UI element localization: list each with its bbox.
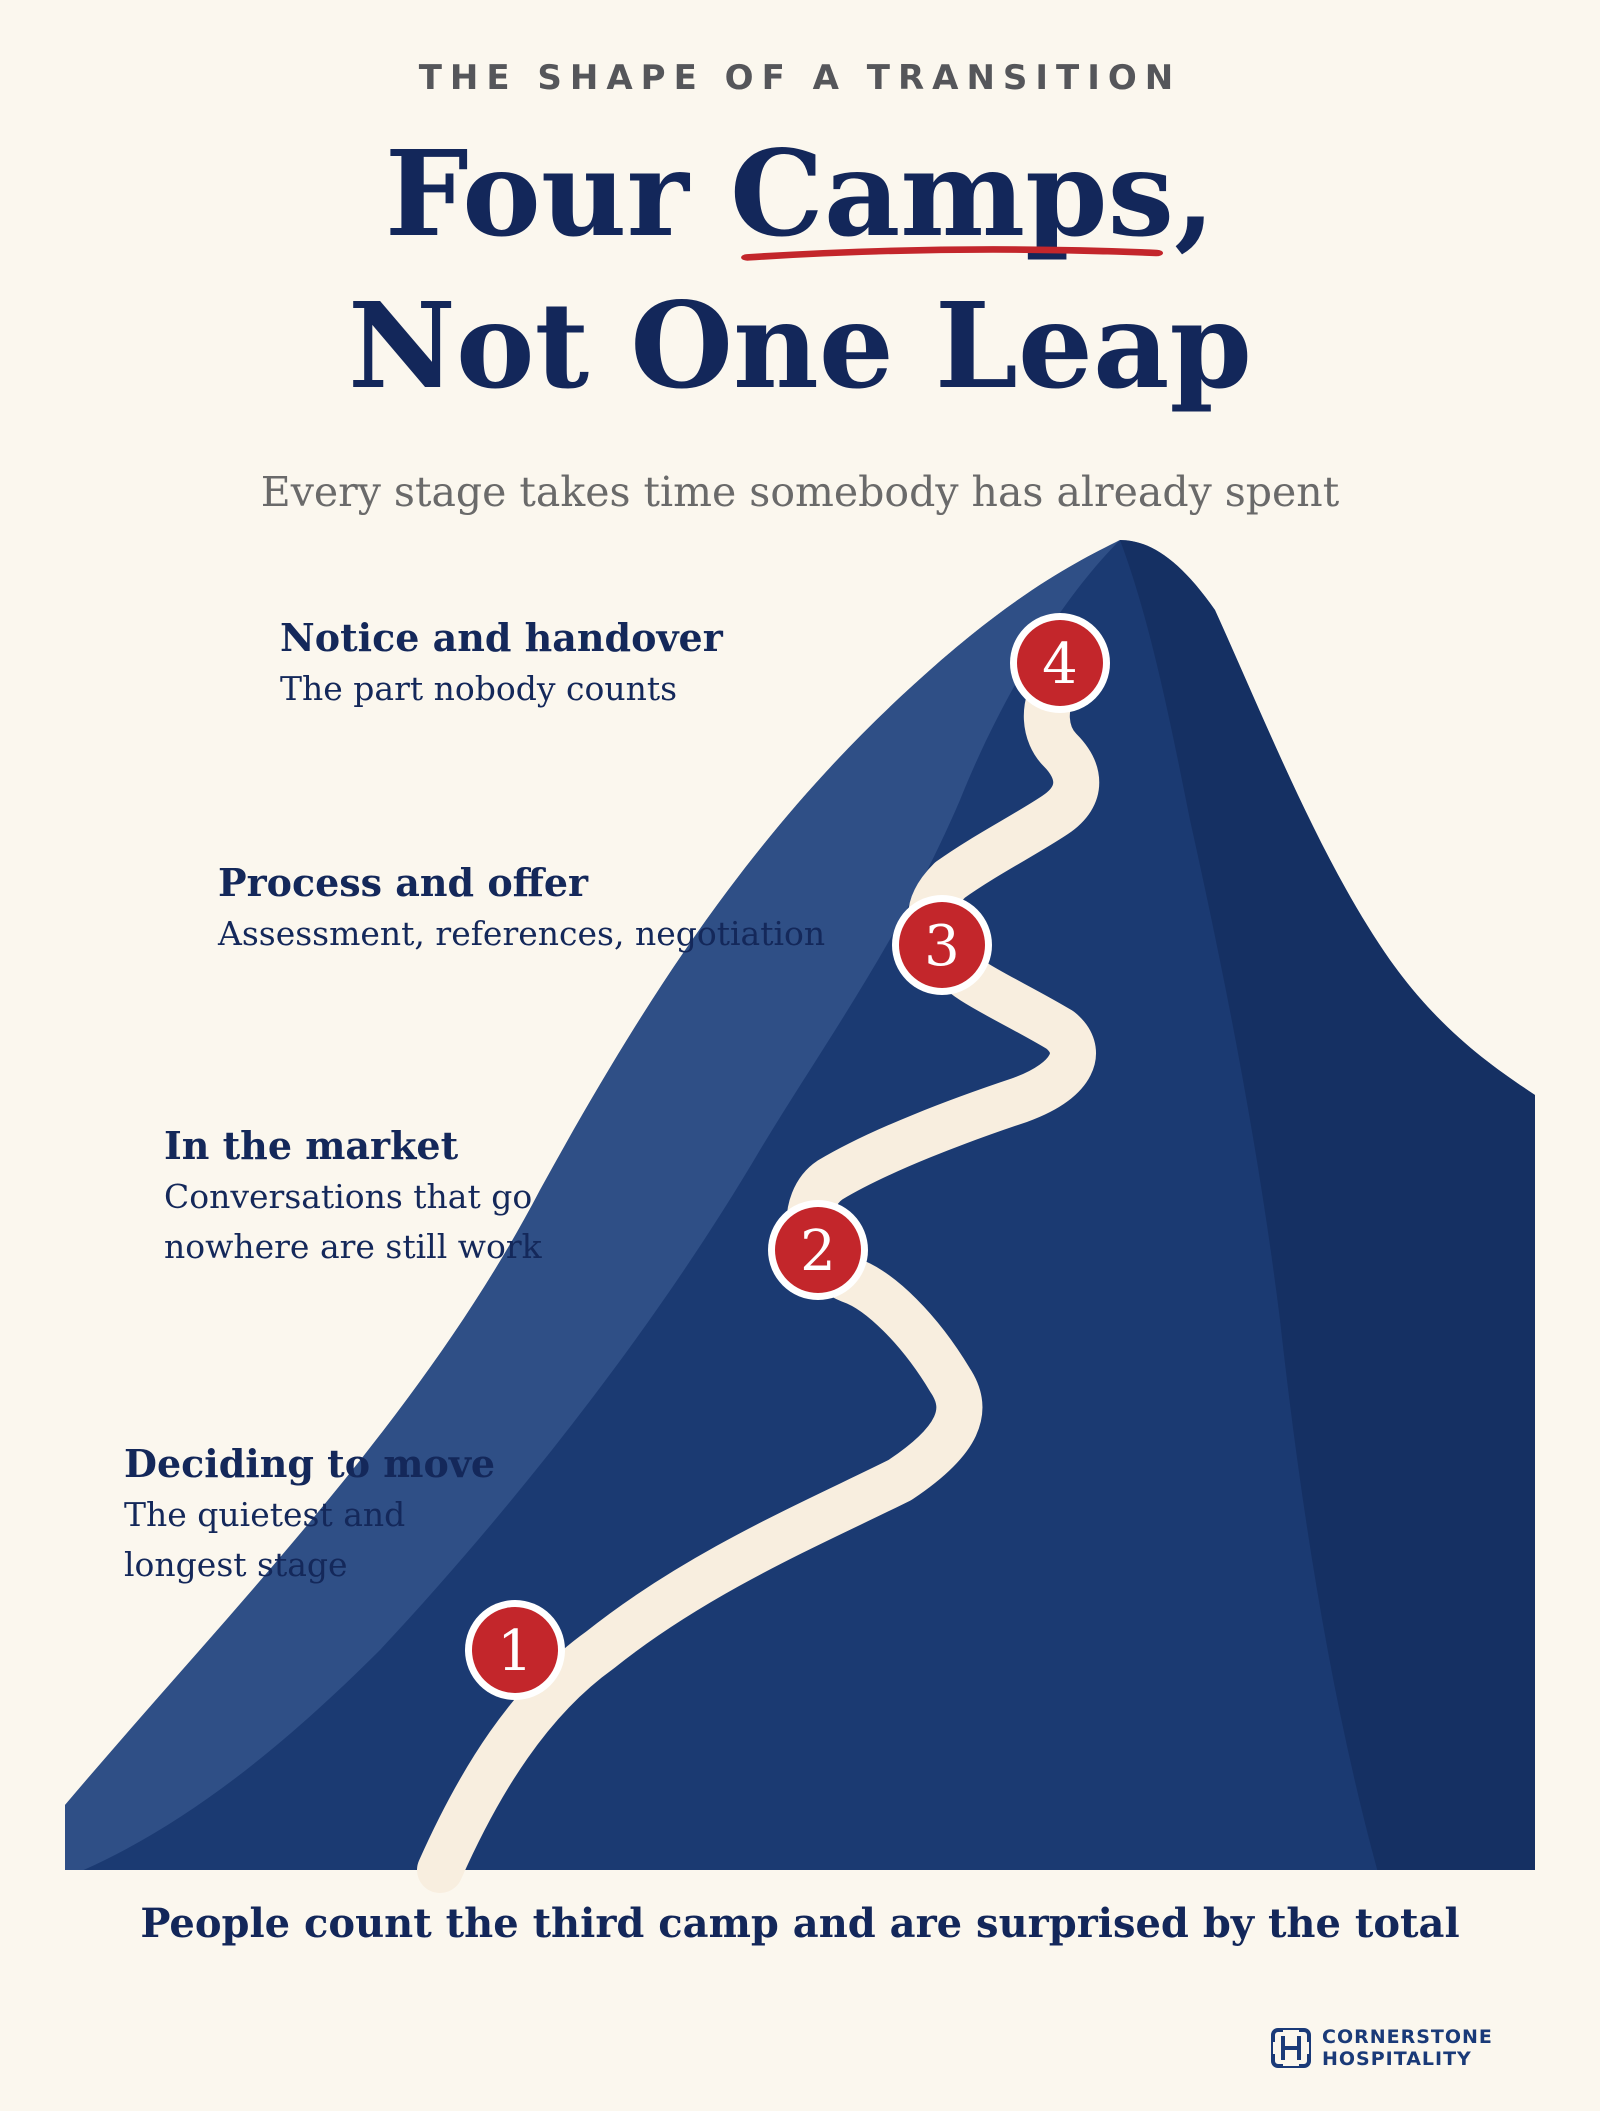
stage-1-desc-line-1: The quietest and (124, 1495, 406, 1534)
brand-line-2: HOSPITALITY (1322, 2048, 1472, 2070)
title-word-camps: Camps (729, 124, 1175, 263)
brand-name: CORNERSTONE HOSPITALITY (1322, 2026, 1493, 2070)
stage-4-title: Notice and handover (280, 615, 723, 660)
title-line-2: Not One Leap (348, 276, 1252, 415)
page-title: Four Camps, Not One Leap (0, 118, 1600, 422)
stage-2-desc-line-2: nowhere are still work (164, 1227, 542, 1266)
camp-marker-number: 1 (497, 1619, 533, 1684)
stage-3-title: Process and offer (218, 860, 589, 905)
stage-4-label: Notice and handover The part nobody coun… (280, 612, 723, 714)
stage-1-title: Deciding to move (124, 1441, 496, 1486)
camp-marker-disc (899, 902, 985, 988)
red-underline (741, 246, 1163, 261)
camp-marker-disc (775, 1207, 861, 1293)
trail-path (417, 657, 1100, 1893)
brand-logo: CORNERSTONE HOSPITALITY (1270, 2026, 1493, 2070)
mountain-shadow-face (1120, 540, 1535, 1870)
stage-1-label: Deciding to move The quietest and longes… (124, 1438, 495, 1590)
brand-line-1: CORNERSTONE (1322, 2026, 1493, 2048)
footer-text: People count the third camp and are surp… (140, 1900, 1460, 1947)
camp-marker-4: 4 (1010, 613, 1110, 713)
mountain-light-face (65, 540, 1120, 1870)
stage-3-label: Process and offer Assessment, references… (218, 857, 825, 959)
stage-1-desc-line-2: longest stage (124, 1545, 348, 1584)
camp-marker-1: 1 (465, 1600, 565, 1700)
subtitle: Every stage takes time somebody has alre… (260, 468, 1340, 516)
camp-marker-3: 3 (892, 895, 992, 995)
camp-marker-number: 4 (1042, 632, 1078, 697)
stage-2-desc-line-1: Conversations that go (164, 1177, 533, 1216)
camp-marker-number: 3 (924, 914, 960, 979)
cornerstone-logo-icon (1271, 2028, 1311, 2068)
eyebrow: THE SHAPE OF A TRANSITION (418, 58, 1182, 98)
camp-marker-disc (1017, 620, 1103, 706)
stage-4-desc-line-1: The part nobody counts (280, 669, 678, 708)
title-highlight-camps: Camps (730, 118, 1174, 270)
stage-3-desc-line-1: Assessment, references, negotiation (218, 914, 826, 953)
camp-marker-disc (472, 1607, 558, 1693)
camp-marker-2: 2 (768, 1200, 868, 1300)
stage-2-label: In the market Conversations that go nowh… (164, 1120, 542, 1272)
title-word-four: Four (384, 124, 730, 263)
camp-markers: 1 2 3 4 (465, 613, 1110, 1700)
stage-2-title: In the market (164, 1123, 459, 1168)
title-comma: , (1174, 124, 1216, 263)
title-line-1: Four Camps, (0, 118, 1600, 270)
camp-marker-number: 2 (800, 1219, 836, 1284)
